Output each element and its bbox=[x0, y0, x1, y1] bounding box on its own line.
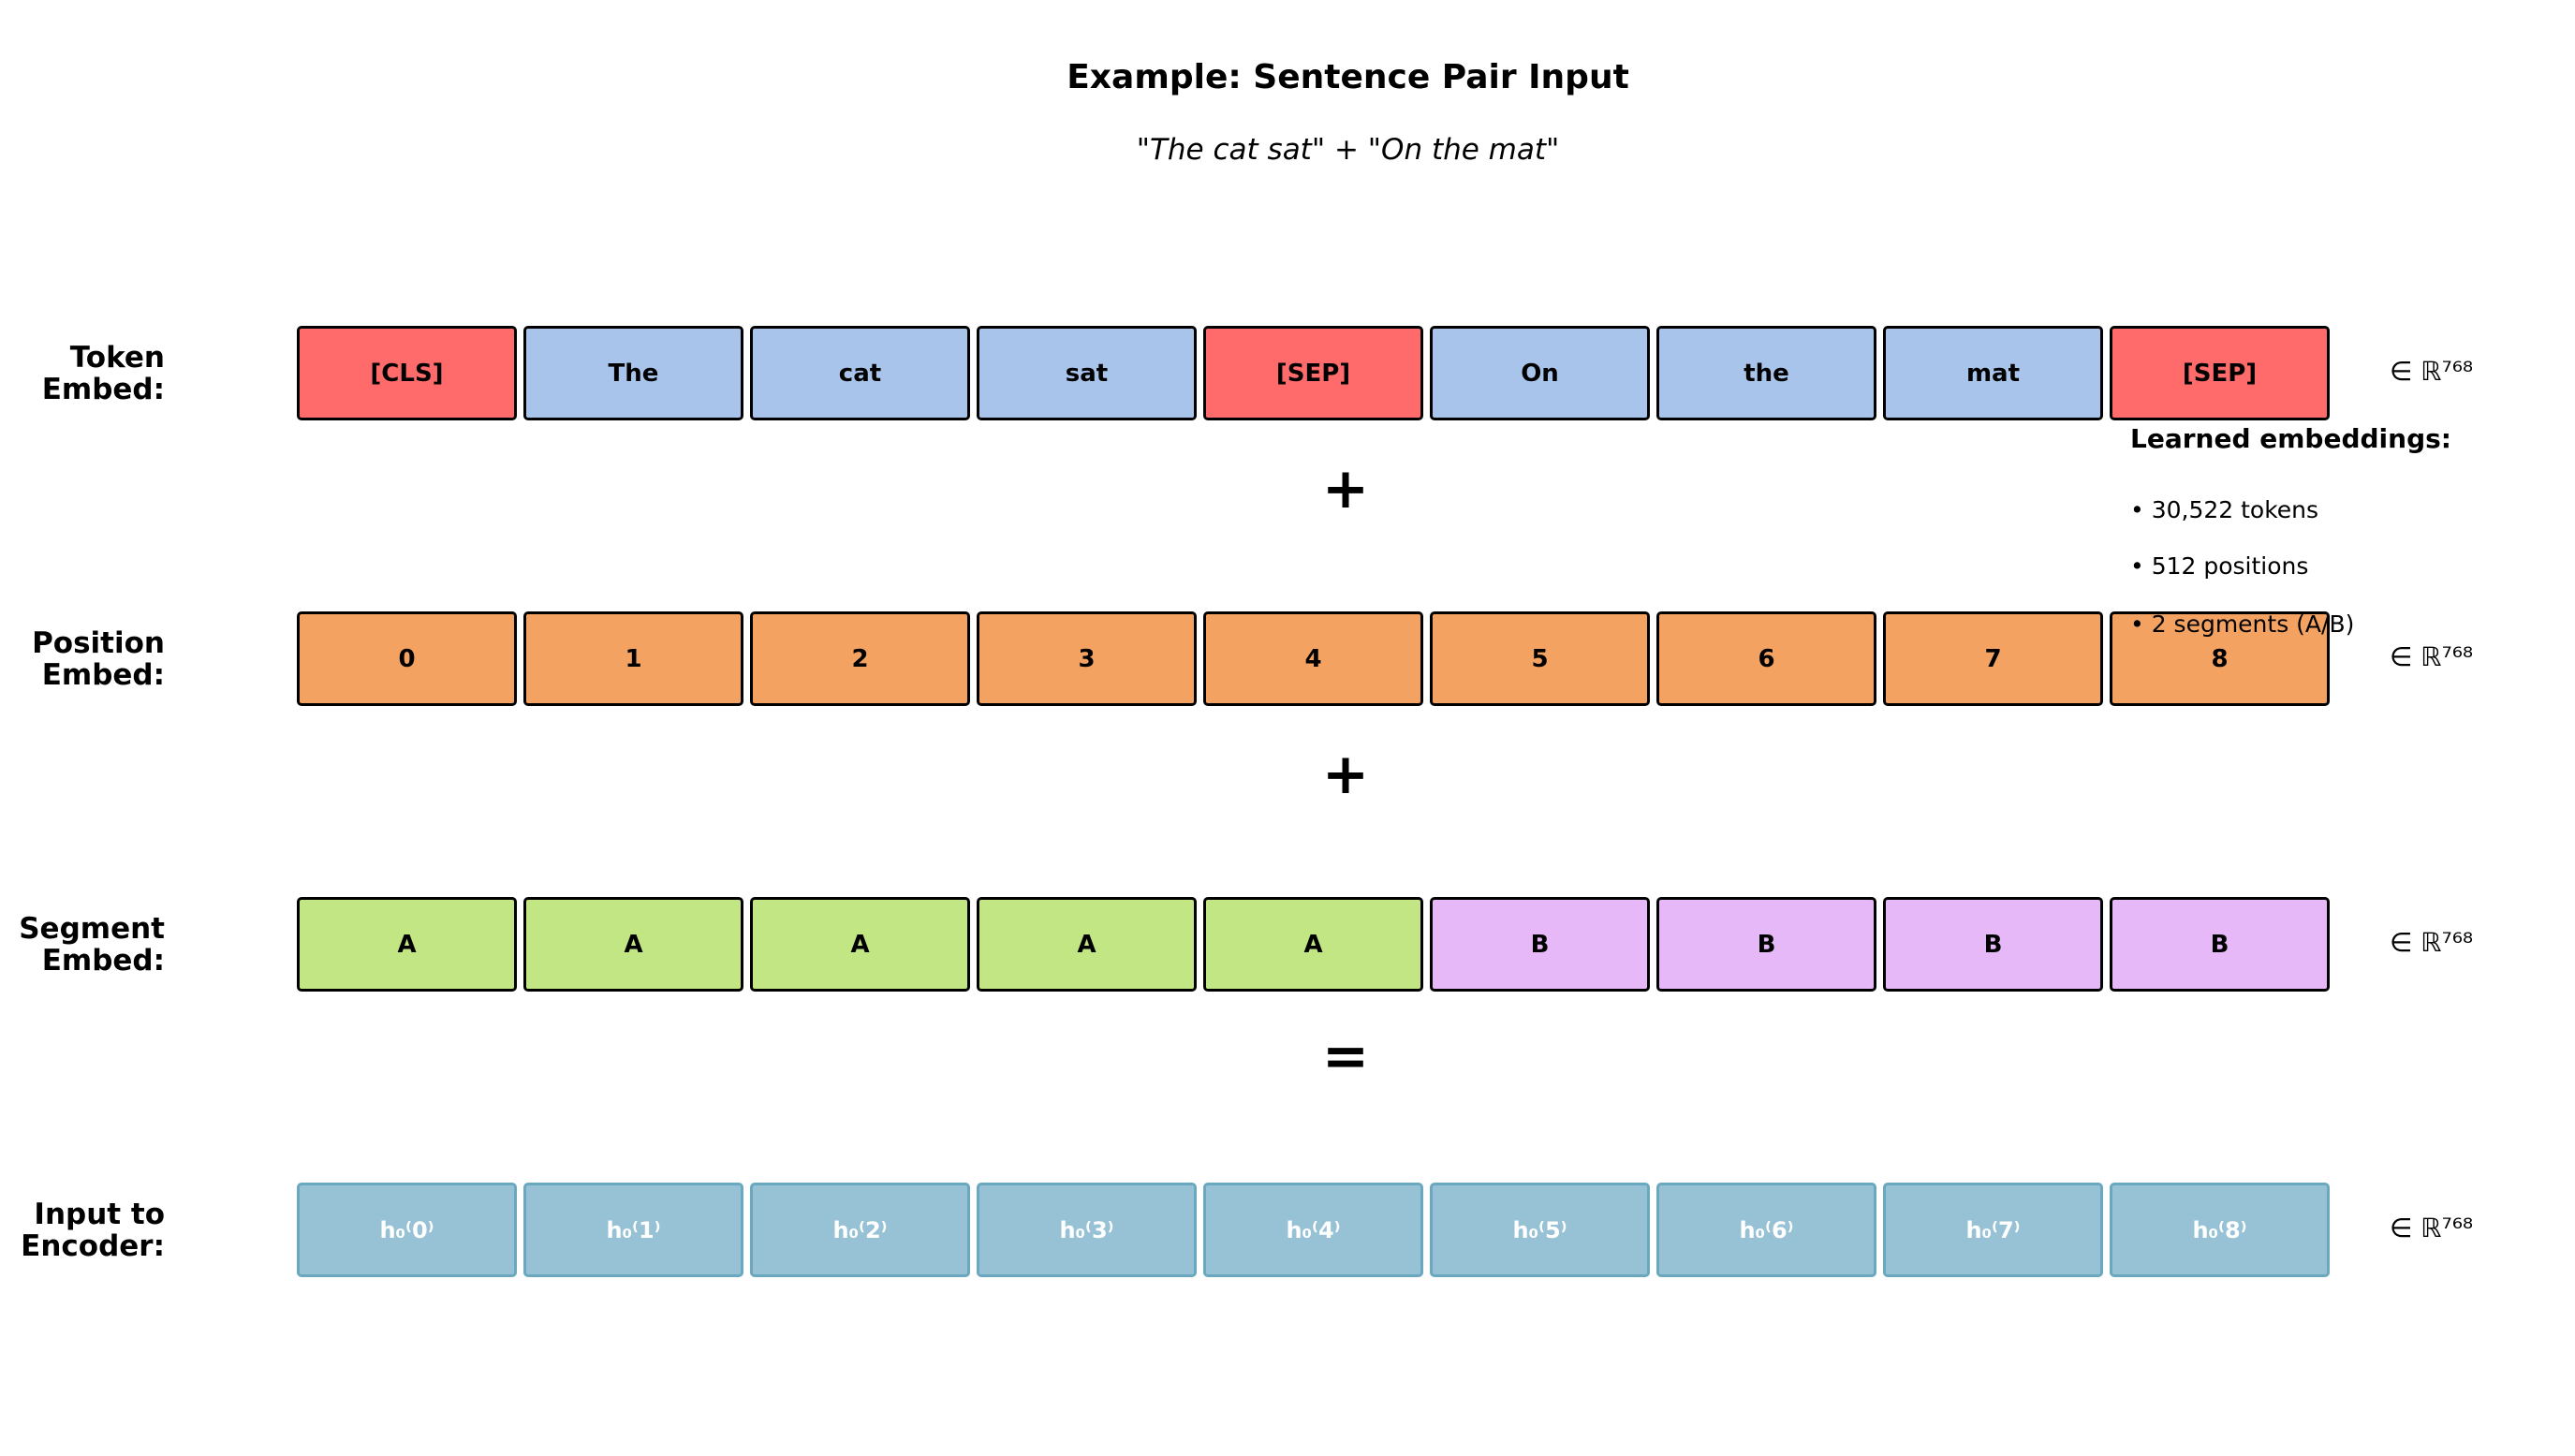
position-embed-cell: 3 bbox=[977, 611, 1197, 706]
position-dim-label: ∈ ℝ⁷⁶⁸ bbox=[2390, 641, 2474, 672]
position-embed-cell: 2 bbox=[750, 611, 970, 706]
token-embed-cell: sat bbox=[977, 326, 1197, 420]
position-embed-cell: 0 bbox=[297, 611, 517, 706]
encoder-input-cell: h₀⁽5⁾ bbox=[1430, 1183, 1650, 1277]
segment-embed-cell: A bbox=[297, 897, 517, 992]
position-embed-cell: 1 bbox=[523, 611, 743, 706]
token-embed-cell: On bbox=[1430, 326, 1650, 420]
note-item-segments: • 2 segments (A/B) bbox=[2130, 610, 2355, 638]
note-item-positions: • 512 positions bbox=[2130, 552, 2309, 580]
encoder-input-cell: h₀⁽0⁾ bbox=[297, 1183, 517, 1277]
position-embed-cell: 7 bbox=[1883, 611, 2103, 706]
encoder-input-cell: h₀⁽2⁾ bbox=[750, 1183, 970, 1277]
diagram-subtitle: "The cat sat" + "On the mat" bbox=[1136, 133, 1560, 167]
equals-operator: = bbox=[1321, 1023, 1370, 1089]
encoder-input-cell: h₀⁽1⁾ bbox=[523, 1183, 743, 1277]
token-embed-cell: [SEP] bbox=[2110, 326, 2330, 420]
encoder-input-cell: h₀⁽8⁾ bbox=[2110, 1183, 2330, 1277]
position-embed-cell: 5 bbox=[1430, 611, 1650, 706]
position-embed-cell: 6 bbox=[1656, 611, 1876, 706]
output-dim-label: ∈ ℝ⁷⁶⁸ bbox=[2390, 1213, 2474, 1243]
token-embed-cell: [SEP] bbox=[1203, 326, 1423, 420]
token-embed-cell: The bbox=[523, 326, 743, 420]
note-item-tokens: • 30,522 tokens bbox=[2130, 496, 2319, 523]
row-label-segment: Segment Embed: bbox=[19, 912, 165, 978]
token-embed-cell: mat bbox=[1883, 326, 2103, 420]
row-label-token: Token Embed: bbox=[41, 341, 165, 406]
encoder-input-cell: h₀⁽7⁾ bbox=[1883, 1183, 2103, 1277]
encoder-input-cell: h₀⁽3⁾ bbox=[977, 1183, 1197, 1277]
position-embed-cell: 8 bbox=[2110, 611, 2330, 706]
encoder-input-cell: h₀⁽6⁾ bbox=[1656, 1183, 1876, 1277]
token-dim-label: ∈ ℝ⁷⁶⁸ bbox=[2390, 356, 2474, 387]
segment-embed-cell: B bbox=[1883, 897, 2103, 992]
segment-embed-cell: A bbox=[977, 897, 1197, 992]
token-embed-cell: cat bbox=[750, 326, 970, 420]
row-label-output: Input to Encoder: bbox=[21, 1198, 165, 1263]
token-embed-cell: the bbox=[1656, 326, 1876, 420]
diagram-title: Example: Sentence Pair Input bbox=[1067, 58, 1629, 96]
segment-embed-cell: B bbox=[1656, 897, 1876, 992]
row-label-position: Position Embed: bbox=[32, 626, 165, 692]
encoder-input-cell: h₀⁽4⁾ bbox=[1203, 1183, 1423, 1277]
segment-embed-cell: A bbox=[750, 897, 970, 992]
segment-embed-cell: B bbox=[1430, 897, 1650, 992]
position-embed-cell: 4 bbox=[1203, 611, 1423, 706]
segment-embed-cell: A bbox=[523, 897, 743, 992]
segment-embed-cell: A bbox=[1203, 897, 1423, 992]
plus-operator-1: + bbox=[1321, 456, 1370, 522]
segment-embed-cell: B bbox=[2110, 897, 2330, 992]
notes-title: Learned embeddings: bbox=[2130, 423, 2451, 454]
token-embed-cell: [CLS] bbox=[297, 326, 517, 420]
plus-operator-2: + bbox=[1321, 742, 1370, 807]
segment-dim-label: ∈ ℝ⁷⁶⁸ bbox=[2390, 927, 2474, 958]
